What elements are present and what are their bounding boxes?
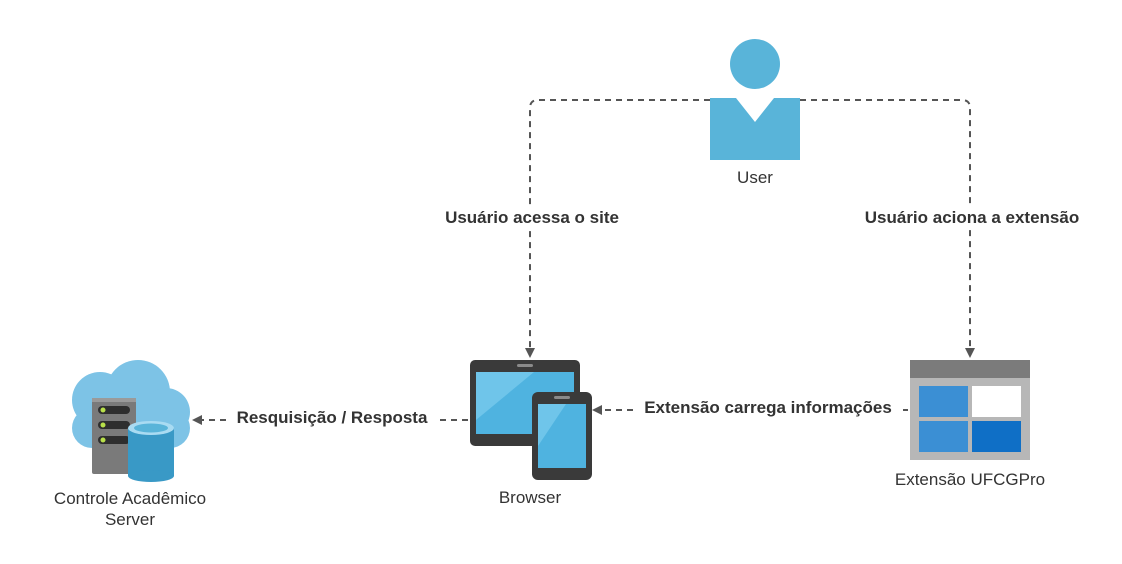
edge-user-to-browser bbox=[525, 99, 710, 358]
server-label-line1: Controle Acadêmico bbox=[53, 489, 207, 508]
user-icon bbox=[710, 39, 800, 160]
database-icon bbox=[128, 421, 174, 482]
server-label: Controle Acadêmico Server bbox=[40, 488, 220, 530]
cloud-server-database-icon bbox=[72, 360, 190, 482]
edge-label-browser-to-server: Resquisição / Resposta bbox=[226, 408, 438, 428]
extension-label: Extensão UFCGPro bbox=[894, 470, 1046, 489]
browser-window-icon bbox=[910, 360, 1030, 460]
edge-label-extension-to-browser: Extensão carrega informações bbox=[633, 398, 903, 418]
browser-label: Browser bbox=[498, 488, 562, 507]
server-tower-icon bbox=[92, 398, 136, 474]
edge-label-user-to-browser: Usuário acessa o site bbox=[420, 208, 644, 228]
edge-label-user-to-extension: Usuário aciona a extensão bbox=[845, 208, 1099, 228]
server-label-line2: Server bbox=[104, 510, 156, 529]
user-label: User bbox=[737, 168, 773, 187]
edge-user-to-extension bbox=[800, 99, 975, 358]
devices-icon bbox=[470, 360, 592, 480]
